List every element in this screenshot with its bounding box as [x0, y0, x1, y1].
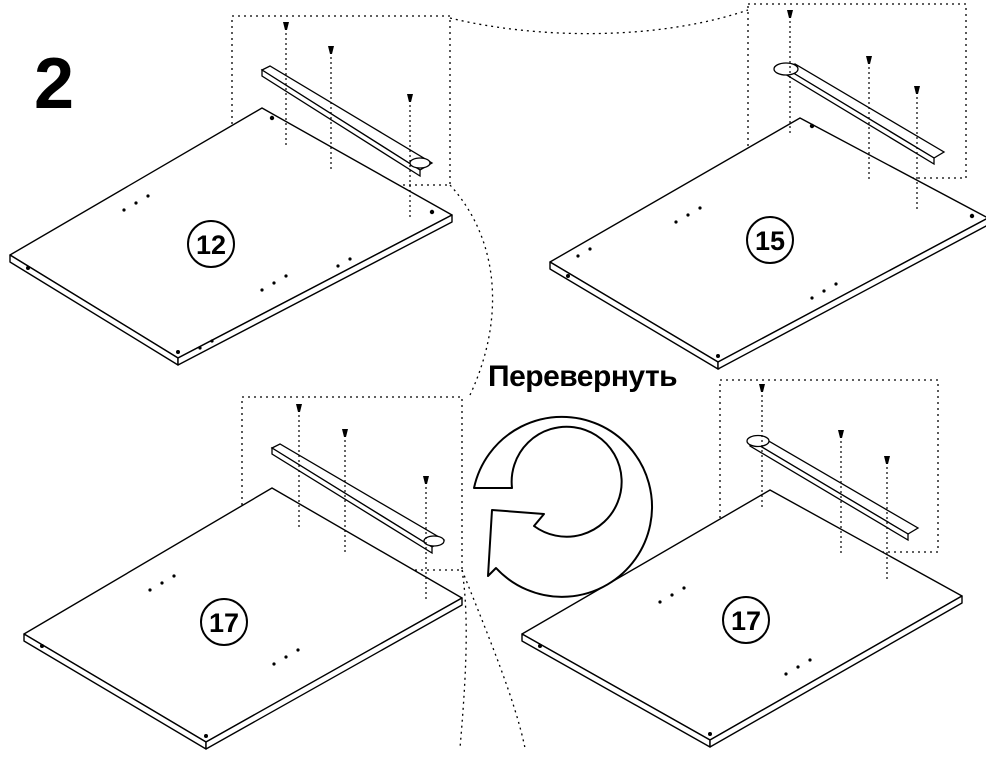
- badge-17-left: [200, 598, 248, 646]
- flip-instruction: Перевернуть: [488, 360, 678, 393]
- rail-15: [773, 62, 946, 166]
- part-label-17-right: 17: [731, 606, 761, 636]
- holes-17-left: [40, 574, 300, 738]
- panel-17-right-assembly: 17: [521, 379, 963, 748]
- badge-17-right: [722, 596, 770, 644]
- part-label-15: 15: [755, 226, 785, 256]
- rail-17-right: [746, 434, 920, 542]
- detail-frame-15: [747, 3, 967, 179]
- rail-17-left: [270, 443, 446, 555]
- badge-12: [187, 220, 235, 268]
- detail-frame-12: [231, 15, 451, 186]
- detail-frame-17-left: [241, 396, 463, 571]
- holes-17-right: [538, 586, 812, 736]
- part-label-12: 12: [196, 230, 226, 260]
- holes-12: [26, 115, 435, 354]
- panel-17-left-assembly: 17: [23, 396, 463, 750]
- panel-15-assembly: 15: [549, 3, 986, 370]
- part-label-17-left: 17: [209, 608, 239, 638]
- panel-12-assembly: 12: [9, 15, 453, 366]
- badge-15: [746, 216, 794, 264]
- step-number: 2: [34, 44, 75, 124]
- rail-12: [260, 65, 434, 178]
- holes-15: [566, 123, 975, 358]
- rotate-arrow-icon: [473, 415, 653, 598]
